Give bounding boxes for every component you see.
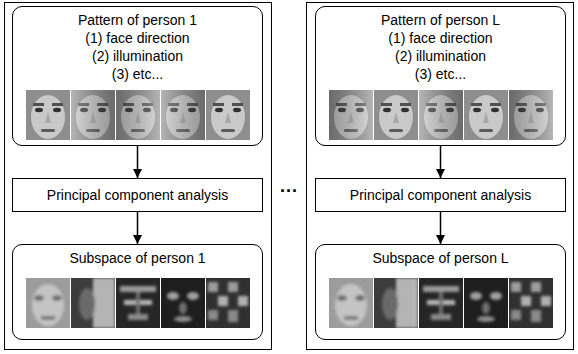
- box-heading: Principal component analysis: [350, 186, 531, 204]
- ellipsis-label: ...: [280, 176, 298, 197]
- box-heading: Pattern of person L: [381, 11, 500, 29]
- process-box: Principal component analysis: [315, 178, 566, 212]
- face-patterns: [26, 90, 553, 140]
- person-panel: [5, 3, 272, 350]
- eigenface-images: [26, 278, 553, 328]
- box-line: (3) etc...: [112, 65, 163, 83]
- box-line: (2) illumination: [92, 47, 183, 65]
- box-heading: Subspace of person L: [372, 249, 508, 267]
- box-line: (2) illumination: [395, 47, 486, 65]
- box-line: (1) face direction: [85, 29, 189, 47]
- box-heading: Pattern of person 1: [78, 11, 197, 29]
- box-line: (3) etc...: [415, 65, 466, 83]
- process-box: Principal component analysis: [12, 178, 263, 212]
- box-heading: Principal component analysis: [47, 186, 228, 204]
- flow-arrow: [440, 146, 442, 178]
- pattern-box: Pattern of person L(1) face direction(2)…: [315, 6, 566, 146]
- box-heading: Subspace of person 1: [69, 249, 205, 267]
- person-panel: [307, 3, 574, 350]
- flow-arrow: [440, 212, 442, 244]
- flow-arrow: [137, 212, 139, 244]
- pattern-box: Pattern of person 1(1) face direction(2)…: [12, 6, 263, 146]
- subspace-box: Subspace of person L: [315, 244, 566, 340]
- box-line: (1) face direction: [388, 29, 492, 47]
- subspace-box: Subspace of person 1: [12, 244, 263, 340]
- flow-arrow: [137, 146, 139, 178]
